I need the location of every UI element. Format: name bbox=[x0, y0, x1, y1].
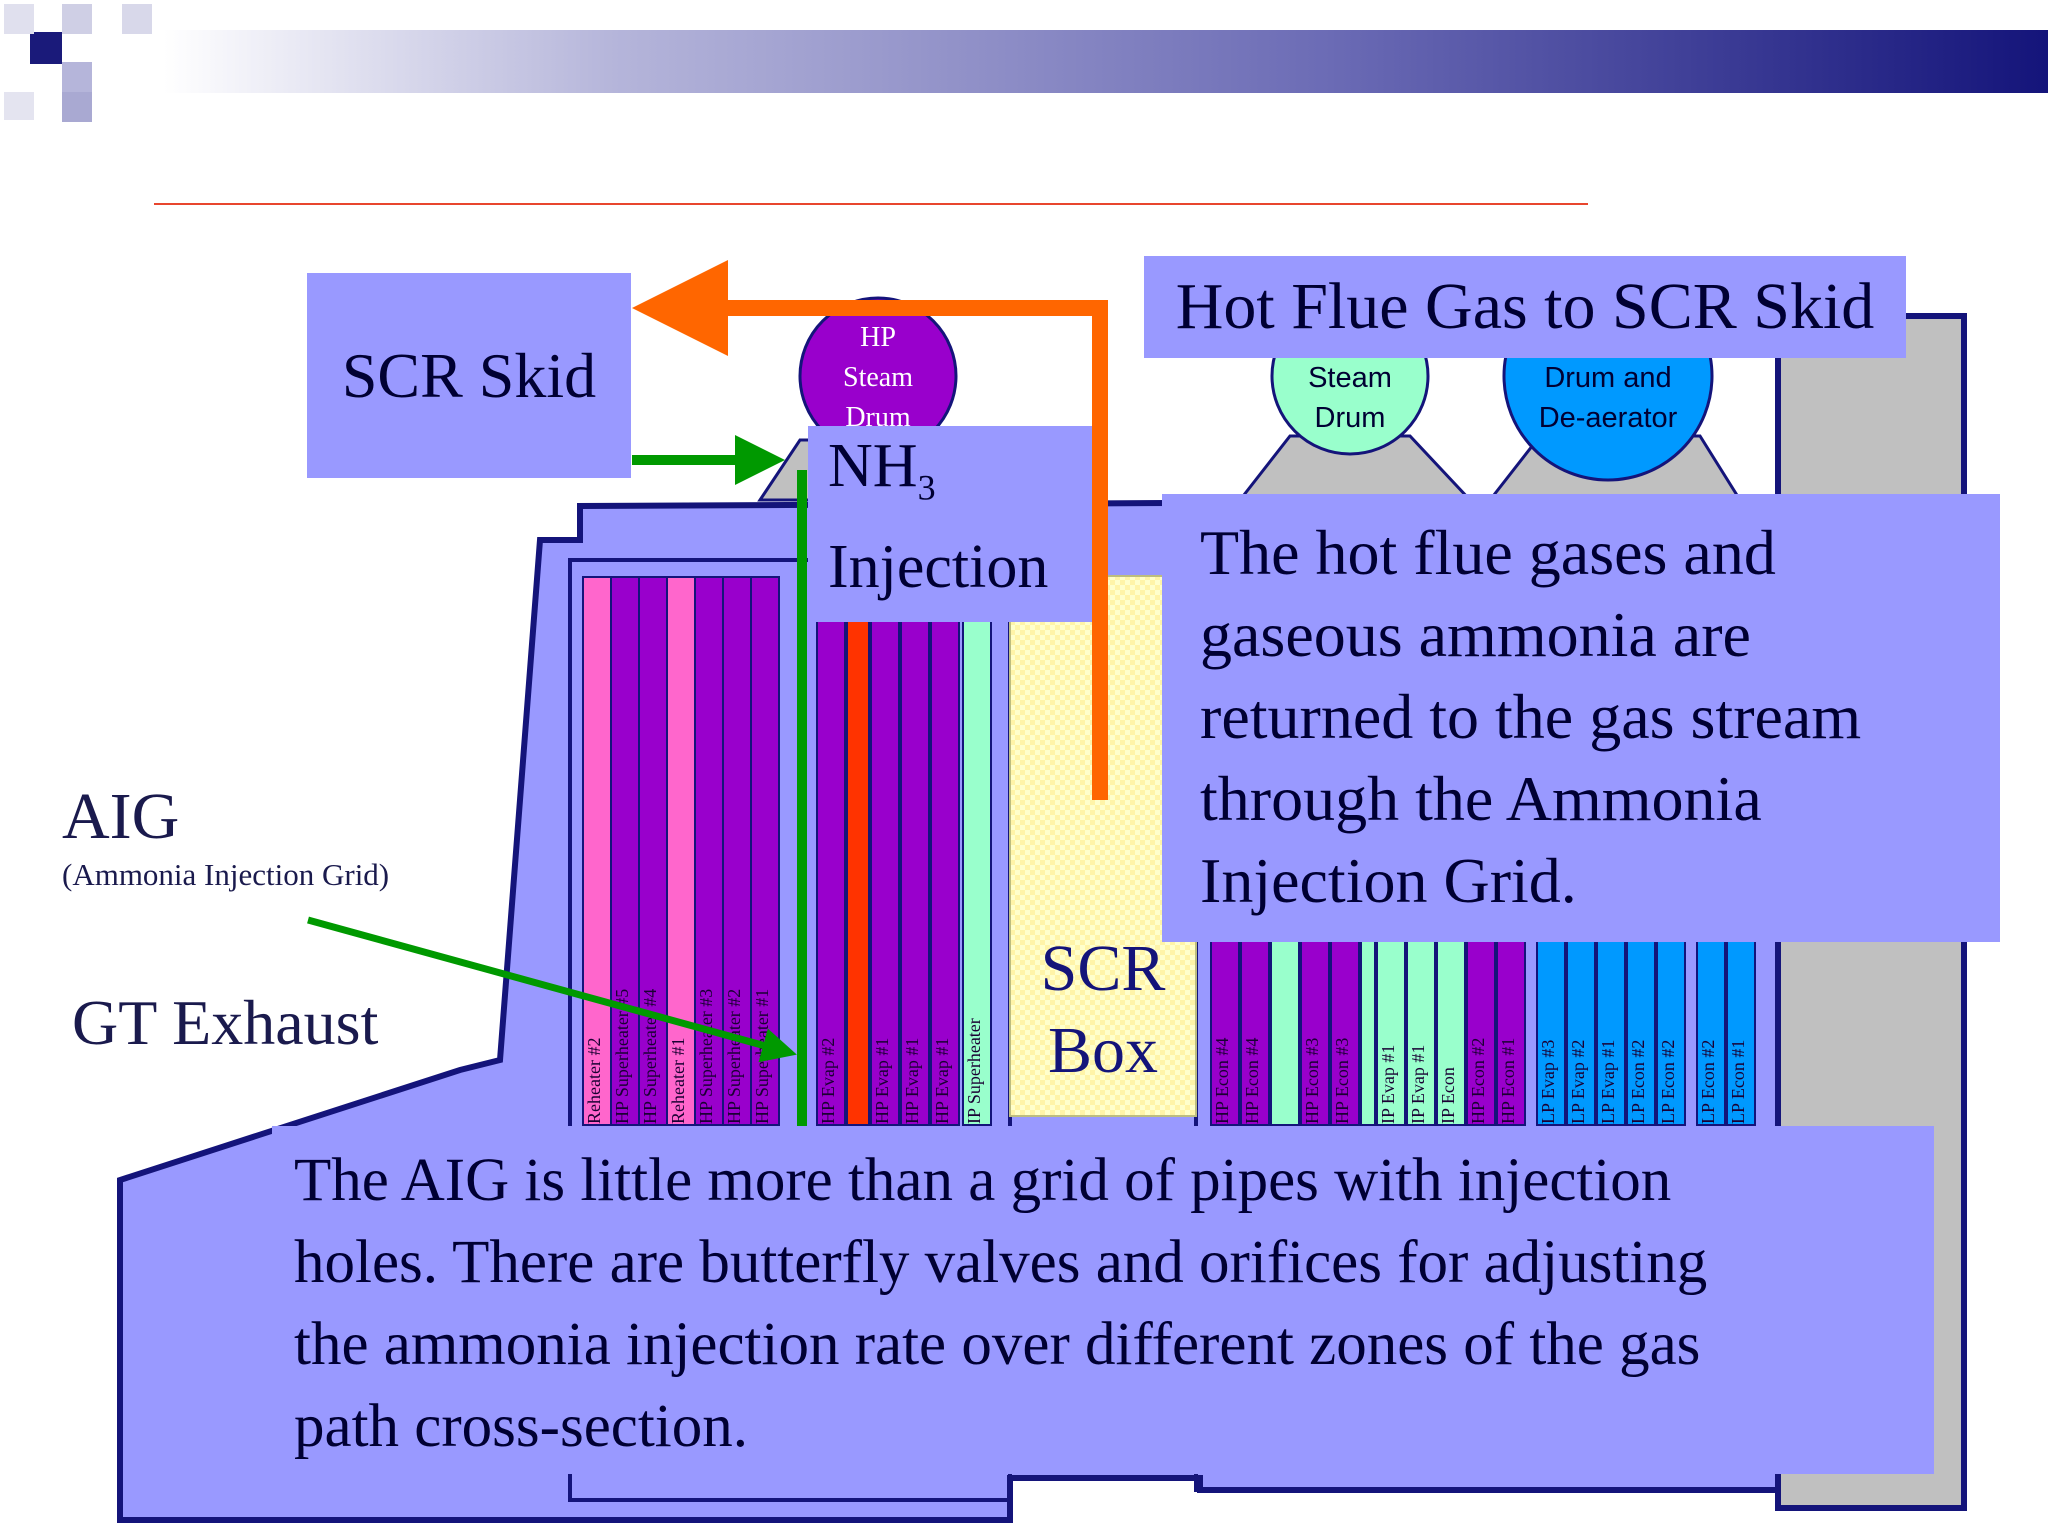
header-square-dark bbox=[30, 32, 62, 64]
scr-skid-label: SCR Skid bbox=[341, 339, 597, 411]
header-square-light bbox=[4, 92, 34, 120]
note-line: The AIG is little more than a grid of pi… bbox=[294, 1147, 1672, 1214]
title-divider-line bbox=[154, 203, 1588, 205]
tube-hp-superheater-4: HP Superheater #4 bbox=[638, 576, 668, 1126]
note-line: The hot flue gases and bbox=[1200, 517, 1776, 588]
drum-label-line: Steam bbox=[1308, 362, 1392, 394]
tube-hp-superheater-2: HP Superheater #2 bbox=[722, 576, 752, 1126]
tube-hp-superheater-5: HP Superheater #5 bbox=[610, 576, 640, 1126]
injection-label: Injection bbox=[828, 533, 1049, 602]
drum-label-line: De-aerator bbox=[1538, 402, 1678, 434]
header-square-light bbox=[122, 4, 152, 34]
hot-flue-gas-box: Hot Flue Gas to SCR Skid bbox=[1144, 256, 1906, 358]
drum-label-line: Steam bbox=[843, 362, 913, 393]
aig-description-note: The AIG is little more than a grid of pi… bbox=[272, 1126, 1934, 1474]
tube-hp-superheater-1: HP Superheater #1 bbox=[750, 576, 780, 1126]
scr-box-label: SCR Box bbox=[1010, 928, 1196, 1092]
header-square-mid bbox=[62, 92, 92, 122]
note-line: through the Ammonia bbox=[1200, 763, 1762, 834]
note-line: Injection Grid. bbox=[1200, 845, 1577, 916]
note-line: the ammonia injection rate over differen… bbox=[294, 1311, 1701, 1378]
steam-drum-label: Steam Drum bbox=[1272, 358, 1428, 438]
aig-subtitle: (Ammonia Injection Grid) bbox=[62, 857, 390, 892]
tube-hp-evap-1c: HP Evap #1 bbox=[930, 620, 960, 1126]
tube-hp-evap-1a: HP Evap #1 bbox=[870, 620, 900, 1126]
hp-steam-drum-label: HP Steam Drum bbox=[800, 318, 956, 428]
hot-flue-gas-label: Hot Flue Gas to SCR Skid bbox=[1175, 270, 1875, 343]
drum-label-line: Drum bbox=[845, 402, 911, 428]
nh3-main: NH bbox=[828, 432, 918, 500]
header-square-mid bbox=[62, 62, 92, 92]
note-line: path cross-section. bbox=[294, 1393, 748, 1460]
header-square-light bbox=[62, 4, 92, 34]
drum-label-line: HP bbox=[860, 322, 896, 353]
tube-reheater-2: Reheater #2 bbox=[582, 576, 612, 1126]
tube-hp-evap-1b: HP Evap #1 bbox=[900, 620, 930, 1126]
tube-reheater-1: Reheater #1 bbox=[666, 576, 696, 1126]
drum-label-line: Drum and bbox=[1544, 362, 1672, 394]
aig-title: AIG bbox=[62, 780, 180, 853]
scr-box-line: SCR bbox=[1040, 932, 1166, 1005]
note-line: holes. There are butterfly valves and or… bbox=[294, 1229, 1708, 1296]
nh3-formula: NH3 bbox=[828, 426, 1092, 527]
drum-label-line: Drum bbox=[1314, 402, 1386, 434]
gt-exhaust-label: GT Exhaust bbox=[72, 987, 379, 1058]
note-line: returned to the gas stream bbox=[1200, 681, 1862, 752]
flue-return-note: The hot flue gases and gaseous ammonia a… bbox=[1162, 494, 2000, 942]
deaerator-drum-label: Drum and De-aerator bbox=[1508, 358, 1708, 438]
tube-red-blank bbox=[846, 620, 870, 1126]
note-line: gaseous ammonia are bbox=[1200, 599, 1751, 670]
tube-hp-evap-2: HP Evap #2 bbox=[816, 620, 846, 1126]
nh3-injection-box: NH3 Injection bbox=[808, 426, 1092, 622]
header-square-light bbox=[4, 4, 34, 34]
tube-ip-superheater: IP Superheater bbox=[962, 620, 992, 1126]
tube-hp-superheater-3: HP Superheater #3 bbox=[694, 576, 724, 1126]
header-gradient-bar bbox=[0, 30, 2048, 93]
scr-box-line: Box bbox=[1047, 1014, 1159, 1087]
nh3-subscript: 3 bbox=[917, 467, 936, 508]
scr-skid-box: SCR Skid bbox=[307, 273, 631, 478]
